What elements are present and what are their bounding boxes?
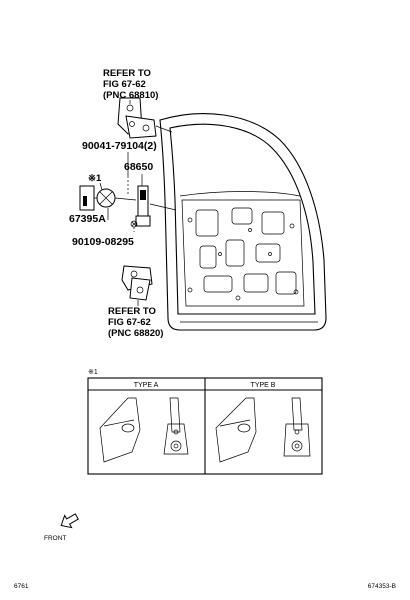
detail-note: ※1: [88, 369, 98, 376]
detail-table: [87, 377, 323, 475]
callout-upper-hinge: REFER TO FIG 67-62 (PNC 68810): [103, 68, 158, 101]
part-number-screw[interactable]: 90109-08295: [72, 236, 134, 248]
footer-figure-code: 674353-B: [368, 583, 396, 590]
detail-type-a-sketch: [99, 397, 189, 463]
detail-column-type-b: TYPE B: [251, 382, 276, 389]
callout-lower-hinge-line3: (PNC 68820): [108, 328, 163, 339]
detail-column-type-a: TYPE A: [134, 382, 159, 389]
part-number-bolt[interactable]: 90041-79104(2): [82, 140, 157, 152]
lower-hinge[interactable]: [121, 265, 153, 301]
callout-lower-hinge-line2: FIG 67-62: [108, 317, 151, 328]
back-door-panel[interactable]: [159, 113, 327, 331]
detail-type-b-sketch: [215, 397, 311, 463]
callout-upper-hinge-line2: FIG 67-62: [103, 79, 146, 90]
callout-upper-hinge-line1: REFER TO: [103, 68, 151, 79]
front-label: FRONT: [44, 535, 66, 542]
lock-assembly[interactable]: [79, 185, 137, 211]
upper-hinge[interactable]: [117, 97, 157, 139]
part-number-lock[interactable]: 67395A: [69, 213, 106, 225]
door-stay[interactable]: [135, 185, 177, 227]
callout-lower-hinge-line1: REFER TO: [108, 306, 156, 317]
callout-lower-hinge: REFER TO FIG 67-62 (PNC 68820): [108, 306, 163, 339]
reference-mark: ※1: [88, 173, 102, 184]
part-number-stay[interactable]: 68650: [124, 161, 153, 173]
footer-page-code: 6761: [14, 583, 29, 590]
callout-upper-hinge-line3: (PNC 68810): [103, 90, 158, 101]
front-arrow-icon: [60, 513, 79, 529]
